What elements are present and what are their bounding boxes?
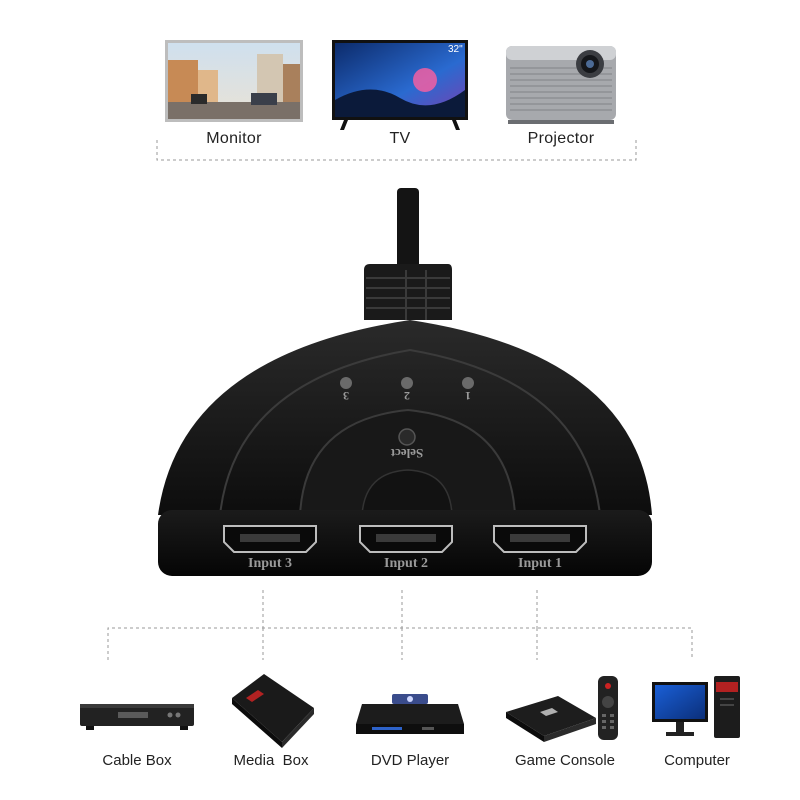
cable-strain-relief: [364, 264, 452, 320]
led-2: [401, 377, 413, 389]
hdmi-port-input-3[interactable]: Input 3: [223, 525, 317, 571]
select-label: Select: [390, 446, 423, 461]
computer-icon: [652, 676, 740, 738]
select-button[interactable]: [398, 428, 416, 446]
tv-icon: [332, 40, 468, 130]
input-label-dvd-player: DVD Player: [370, 752, 450, 769]
game-console-icon: [506, 676, 618, 742]
led-1: [462, 377, 474, 389]
hdmi-port-input-2[interactable]: Input 2: [359, 525, 453, 571]
hdmi-ports: Input 3 Input 2 Input 1: [223, 525, 587, 571]
output-label-projector: Projector: [527, 130, 595, 147]
output-label-tv: TV: [389, 130, 411, 147]
projector-icon: [506, 46, 616, 124]
led-label-3: 3: [343, 389, 349, 403]
hdmi-port-input-1[interactable]: Input 1: [493, 525, 587, 571]
led-label-2: 2: [404, 389, 410, 403]
dvd-player-icon: [356, 694, 464, 734]
input-label-cable-box: Cable Box: [102, 752, 172, 769]
port-label-input-1: Input 1: [518, 556, 562, 571]
output-label-monitor: Monitor: [206, 130, 262, 147]
port-label-input-2: Input 2: [384, 556, 428, 571]
input-label-game-console: Game Console: [514, 752, 616, 769]
media-box-icon: [232, 674, 314, 748]
monitor-icon: [165, 40, 303, 122]
led-label-1: 1: [465, 389, 471, 403]
input-label-computer: Computer: [664, 752, 730, 769]
input-label-media-box: Media Box: [233, 752, 309, 769]
select-control: Select: [390, 428, 423, 461]
led-3: [340, 377, 352, 389]
led-indicators: 3 2 1: [340, 377, 474, 403]
cable-box-icon: [80, 704, 194, 730]
port-label-input-3: Input 3: [248, 556, 292, 571]
hdmi-cable: [397, 188, 419, 268]
tv-size-badge: 32": [448, 44, 463, 55]
